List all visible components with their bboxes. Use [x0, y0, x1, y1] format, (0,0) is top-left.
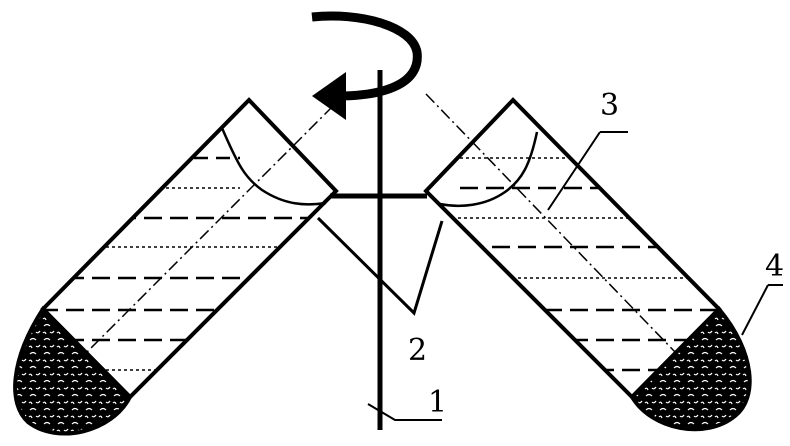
label-sediment: 4: [765, 249, 784, 284]
rotor-body: [316, 216, 444, 316]
label-rotor-body: 2: [408, 333, 427, 368]
left-tube: [13, 97, 339, 436]
right-tube-sediment: [629, 306, 752, 432]
left-tube-outline: [40, 97, 339, 400]
left-tube-meniscus: [220, 127, 327, 206]
leader-line-1: [367, 403, 442, 421]
right-tube-meniscus: [439, 131, 539, 208]
right-tube-axis: [425, 93, 677, 354]
left-tube-sediment: [13, 305, 133, 436]
leader-line-4: [741, 284, 769, 336]
right-tube: [423, 93, 752, 432]
right-tube-outline: [423, 97, 722, 400]
label-tube-liquid: 3: [600, 88, 619, 123]
rotation-arrow-icon: [311, 11, 422, 120]
left-tube-axis: [85, 105, 334, 354]
label-rotor-axis: 1: [428, 385, 447, 420]
leader-line-3: [547, 131, 601, 211]
